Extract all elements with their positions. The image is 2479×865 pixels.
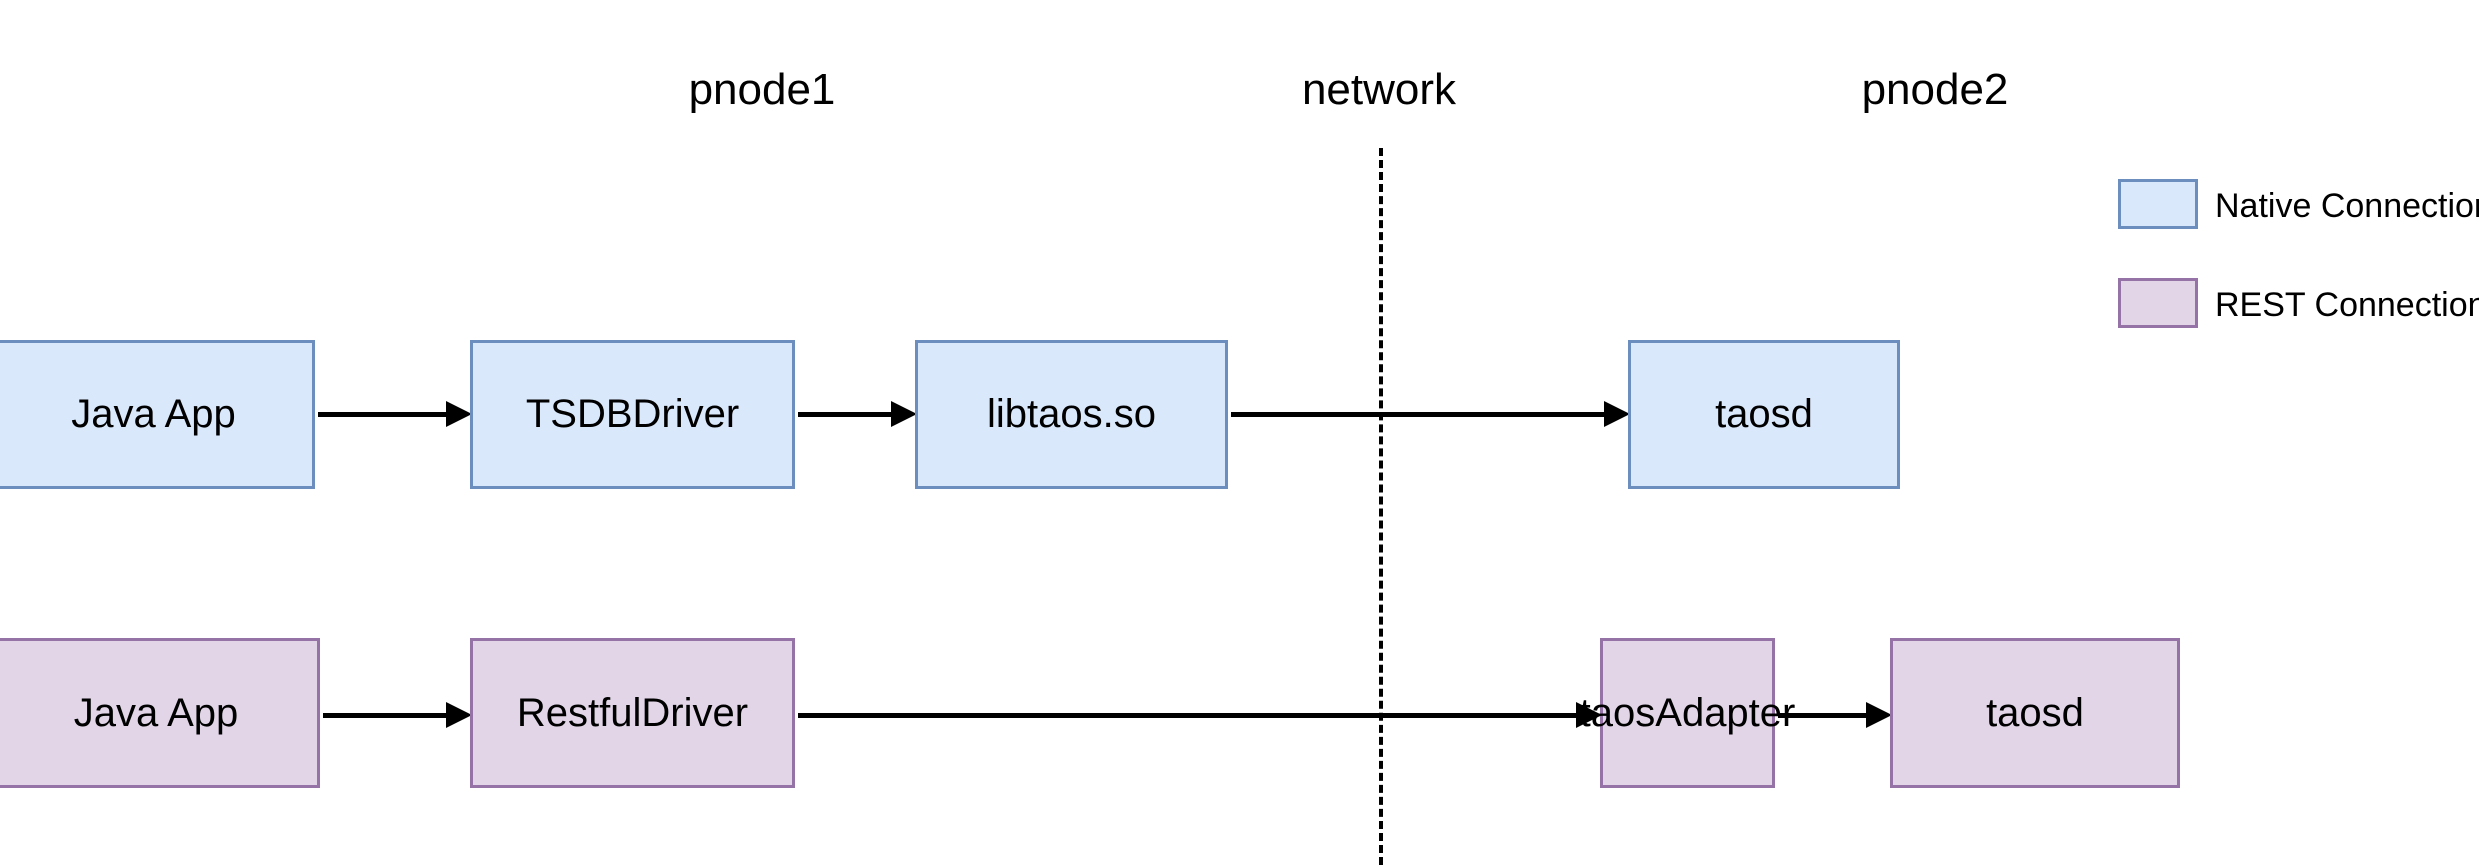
- arrowhead-libtaos-to-taosd: [1604, 401, 1630, 427]
- node-libtaos-so[interactable]: libtaos.so: [915, 340, 1228, 489]
- legend-swatch-rest: [2118, 278, 2198, 328]
- arrowhead-restfuldriver-to-taosadapter: [1576, 702, 1602, 728]
- arrowhead-java-to-restfuldriver: [446, 702, 472, 728]
- node-java-app-rest[interactable]: Java App: [0, 638, 320, 788]
- node-java-app-native[interactable]: Java App: [0, 340, 315, 489]
- node-taos-adapter[interactable]: taosAdapter: [1580, 638, 1795, 788]
- node-taosd-native[interactable]: taosd: [1628, 340, 1900, 489]
- arrowhead-tsdbdriver-to-libtaos: [891, 401, 917, 427]
- zone-label-pnode1: pnode1: [688, 65, 836, 114]
- node-tsdb-driver[interactable]: TSDBDriver: [470, 340, 795, 489]
- arrowhead-taosadapter-to-taosd: [1866, 702, 1892, 728]
- node-restful-driver[interactable]: RestfulDriver: [470, 638, 795, 788]
- connector-restfuldriver-to-taosadapter: [798, 713, 1580, 718]
- connector-taosadapter-to-taosd: [1778, 713, 1870, 718]
- zone-label-network: network: [1301, 65, 1457, 114]
- connector-java-to-tsdbdriver: [318, 412, 450, 417]
- network-boundary: [1379, 148, 1383, 865]
- connector-java-to-restfuldriver: [323, 713, 450, 718]
- node-taosd-rest[interactable]: taosd: [1890, 638, 2180, 788]
- legend-swatch-native: [2118, 179, 2198, 229]
- arrowhead-java-to-tsdbdriver: [446, 401, 472, 427]
- connector-tsdbdriver-to-libtaos: [798, 412, 895, 417]
- legend-label-native: Native Connection: [2215, 187, 2479, 225]
- legend-label-rest: REST Connection: [2215, 286, 2479, 324]
- connector-libtaos-to-taosd: [1231, 412, 1608, 417]
- zone-label-pnode2: pnode2: [1861, 65, 2009, 114]
